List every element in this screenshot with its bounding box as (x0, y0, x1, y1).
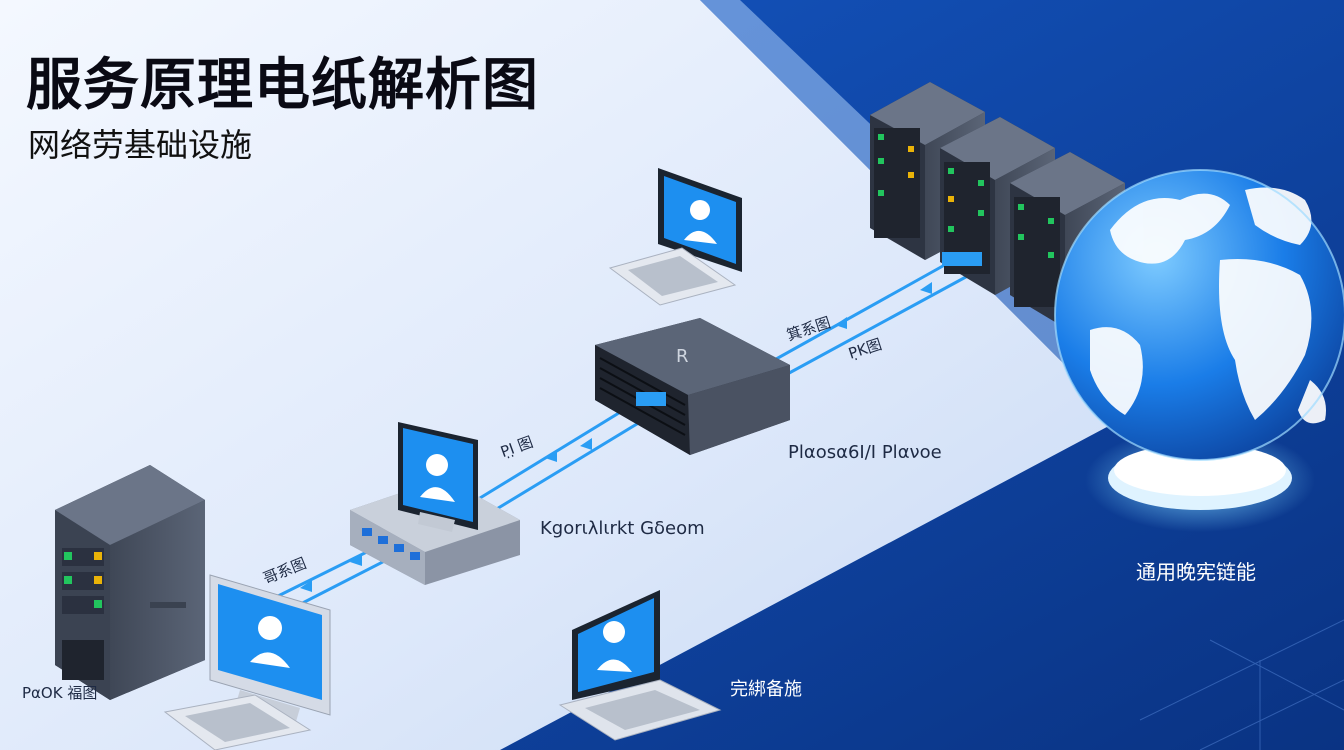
page-title: 服务原理电纸解析图 (26, 53, 539, 118)
server-caption: ΡαΟΚ 福图 (22, 684, 98, 702)
network-cables (269, 260, 976, 614)
svg-text:R: R (676, 346, 689, 367)
laptop-caption: 完綁备施 (730, 679, 802, 700)
switch-caption: Ρlαοsα6Ι/Ι Ρlανοе (788, 442, 942, 463)
network-switch[interactable]: R (595, 318, 790, 455)
workstation-bottom[interactable] (163, 574, 331, 750)
router-caption: Κgοrιλlιrkt Gδeom (540, 518, 705, 539)
internet-globe[interactable] (1054, 169, 1344, 532)
workstation-top[interactable] (608, 168, 742, 306)
page-subtitle: 网络劳基础设施 (28, 126, 253, 164)
server-rack-left[interactable] (55, 465, 205, 700)
laptop[interactable] (558, 590, 722, 741)
globe-caption: 通用晚宪链能 (1136, 560, 1256, 584)
workstation-middle[interactable] (398, 422, 478, 532)
background-light-panel (0, 0, 1120, 750)
grid-lines (1139, 619, 1344, 750)
